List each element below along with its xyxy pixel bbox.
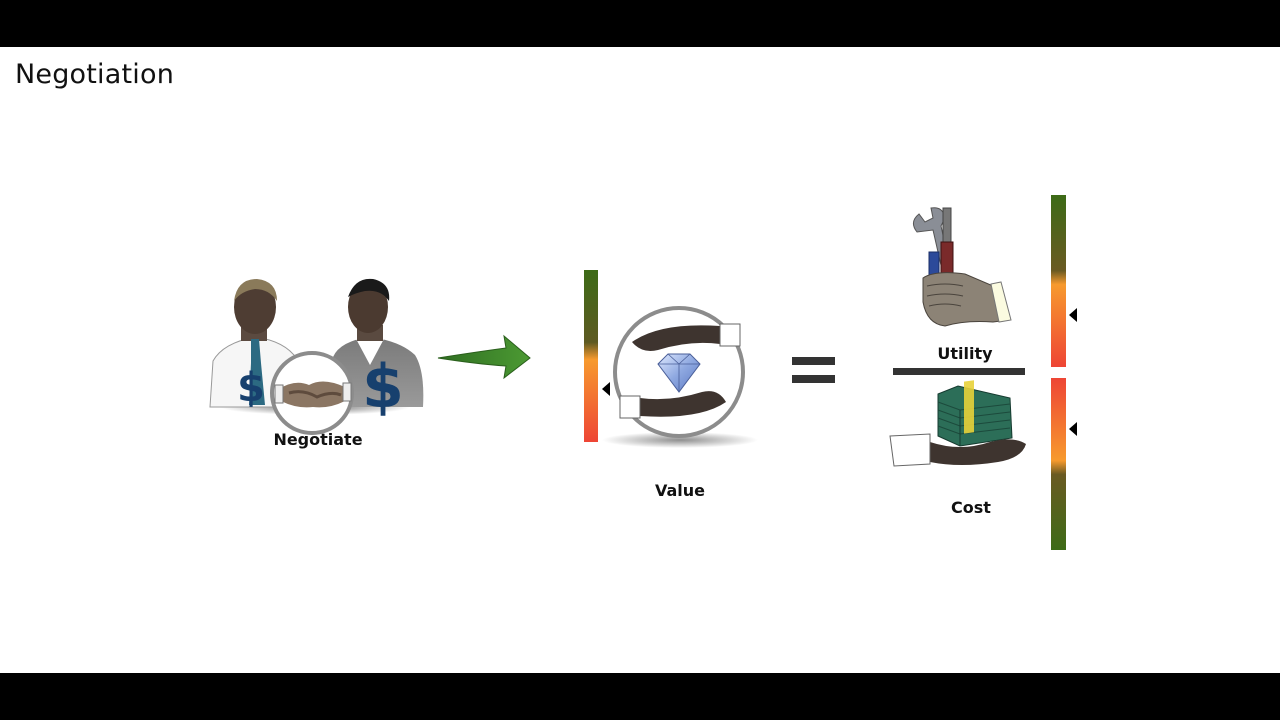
negotiate-icon: $ $ <box>209 278 424 435</box>
value-scale-pointer-icon <box>602 382 610 396</box>
utility-label: Utility <box>937 344 993 363</box>
value-scale-bar <box>584 270 610 442</box>
svg-text:$: $ <box>237 365 265 411</box>
green-right-arrow-icon <box>437 334 531 380</box>
hands-holding-diamond-icon <box>602 306 758 448</box>
slide-title: Negotiation <box>15 59 175 90</box>
utility-scale-pointer-icon <box>1069 308 1077 322</box>
svg-text:$: $ <box>362 352 404 422</box>
utility-scale-bar <box>1051 195 1077 367</box>
slide: Negotiation $ $ <box>0 47 1280 673</box>
hand-holding-tools-icon <box>913 207 1012 327</box>
negotiate-label: Negotiate <box>273 430 363 449</box>
equals-sign-icon <box>792 357 835 383</box>
hand-holding-money-icon <box>889 380 1026 467</box>
cost-scale-bar <box>1051 378 1077 550</box>
cost-scale-pointer-icon <box>1069 422 1077 436</box>
value-label: Value <box>654 481 706 500</box>
fraction-line <box>893 368 1025 375</box>
cost-label: Cost <box>951 498 991 517</box>
